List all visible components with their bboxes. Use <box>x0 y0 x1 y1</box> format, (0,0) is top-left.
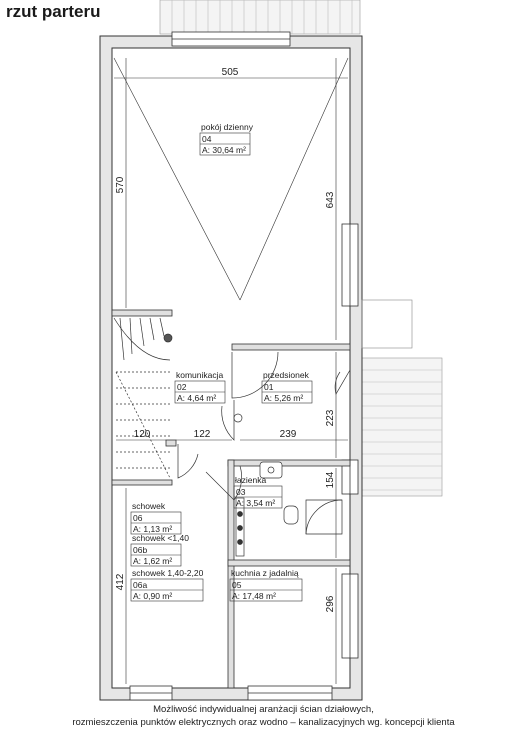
terrace-top <box>159 0 361 35</box>
room-hall: przedsionek 01 A: 5,26 m² <box>261 370 313 404</box>
room-store-b-area: A: 1,62 m² <box>133 556 172 566</box>
room-corridor-name: komunikacja <box>176 370 224 380</box>
dim-hall-w: 239 <box>280 429 297 440</box>
dim-left-lower: 412 <box>115 573 126 590</box>
dimension-lines <box>113 57 349 684</box>
room-store-name: schowek <box>132 501 166 511</box>
room-corridor-num: 02 <box>177 382 187 392</box>
room-store-a: schowek 1,40-2,20 06a A: 0,90 m² <box>130 568 204 602</box>
room-kitchen-area: A: 17,48 m² <box>232 591 276 601</box>
dimension-labels: 505 570 643 120 122 239 223 154 412 296 <box>115 67 336 612</box>
room-store-b-num: 06b <box>133 545 147 555</box>
room-store-a-area: A: 0,90 m² <box>133 591 172 601</box>
room-store-b: schowek <1,40 06b A: 1,62 m² <box>130 533 189 567</box>
footnote-line-2: rozmieszczenia punktów elektrycznych ora… <box>72 717 455 728</box>
dim-left-upper: 570 <box>115 176 126 193</box>
interior-walls <box>111 309 351 689</box>
room-store-num: 06 <box>133 513 143 523</box>
dim-hall-h: 223 <box>325 409 336 426</box>
room-store-a-name: schowek 1,40-2,20 <box>132 568 204 578</box>
room-bath-area: A: 3,54 m² <box>236 498 275 508</box>
room-hall-area: A: 5,26 m² <box>264 393 303 403</box>
windows <box>129 31 359 701</box>
staircase <box>113 317 173 479</box>
room-bath: łazienka 03 A: 3,54 m² <box>233 475 283 509</box>
room-hall-name: przedsionek <box>263 370 310 380</box>
room-living: pokój dzienny 04 A: 30,64 m² <box>199 122 254 156</box>
dim-bath-h: 154 <box>325 471 336 488</box>
room-store-b-name: schowek <1,40 <box>132 533 189 543</box>
room-corridor: komunikacja 02 A: 4,64 m² <box>174 370 226 404</box>
room-store-a-num: 06a <box>133 580 147 590</box>
footnote-line-1: Możliwość indywidualnej aranżacji ścian … <box>153 704 374 715</box>
room-kitchen-num: 05 <box>232 580 242 590</box>
room-kitchen-name: kuchnia z jadalnią <box>231 568 299 578</box>
room-living-num: 04 <box>202 134 212 144</box>
dim-right-lower: 296 <box>325 595 336 612</box>
terrace-right <box>361 357 443 497</box>
room-store: schowek 06 A: 1,13 m² <box>130 501 182 535</box>
room-living-area: A: 30,64 m² <box>202 145 246 155</box>
room-bath-num: 03 <box>236 487 246 497</box>
dim-top-width: 505 <box>222 67 239 78</box>
room-bath-name: łazienka <box>235 475 266 485</box>
room-corridor-area: A: 4,64 m² <box>177 393 216 403</box>
room-living-name: pokój dzienny <box>201 122 254 132</box>
bathroom-fixtures <box>233 413 343 557</box>
room-hall-num: 01 <box>264 382 274 392</box>
dim-corridor-w: 122 <box>194 429 211 440</box>
room-store-area: A: 1,13 m² <box>133 524 172 534</box>
room-kitchen: kuchnia z jadalnią 05 A: 17,48 m² <box>229 568 303 602</box>
dim-stair-w: 120 <box>134 429 151 440</box>
dim-right-upper: 643 <box>325 191 336 208</box>
plan-title: rzut parteru <box>6 2 101 21</box>
